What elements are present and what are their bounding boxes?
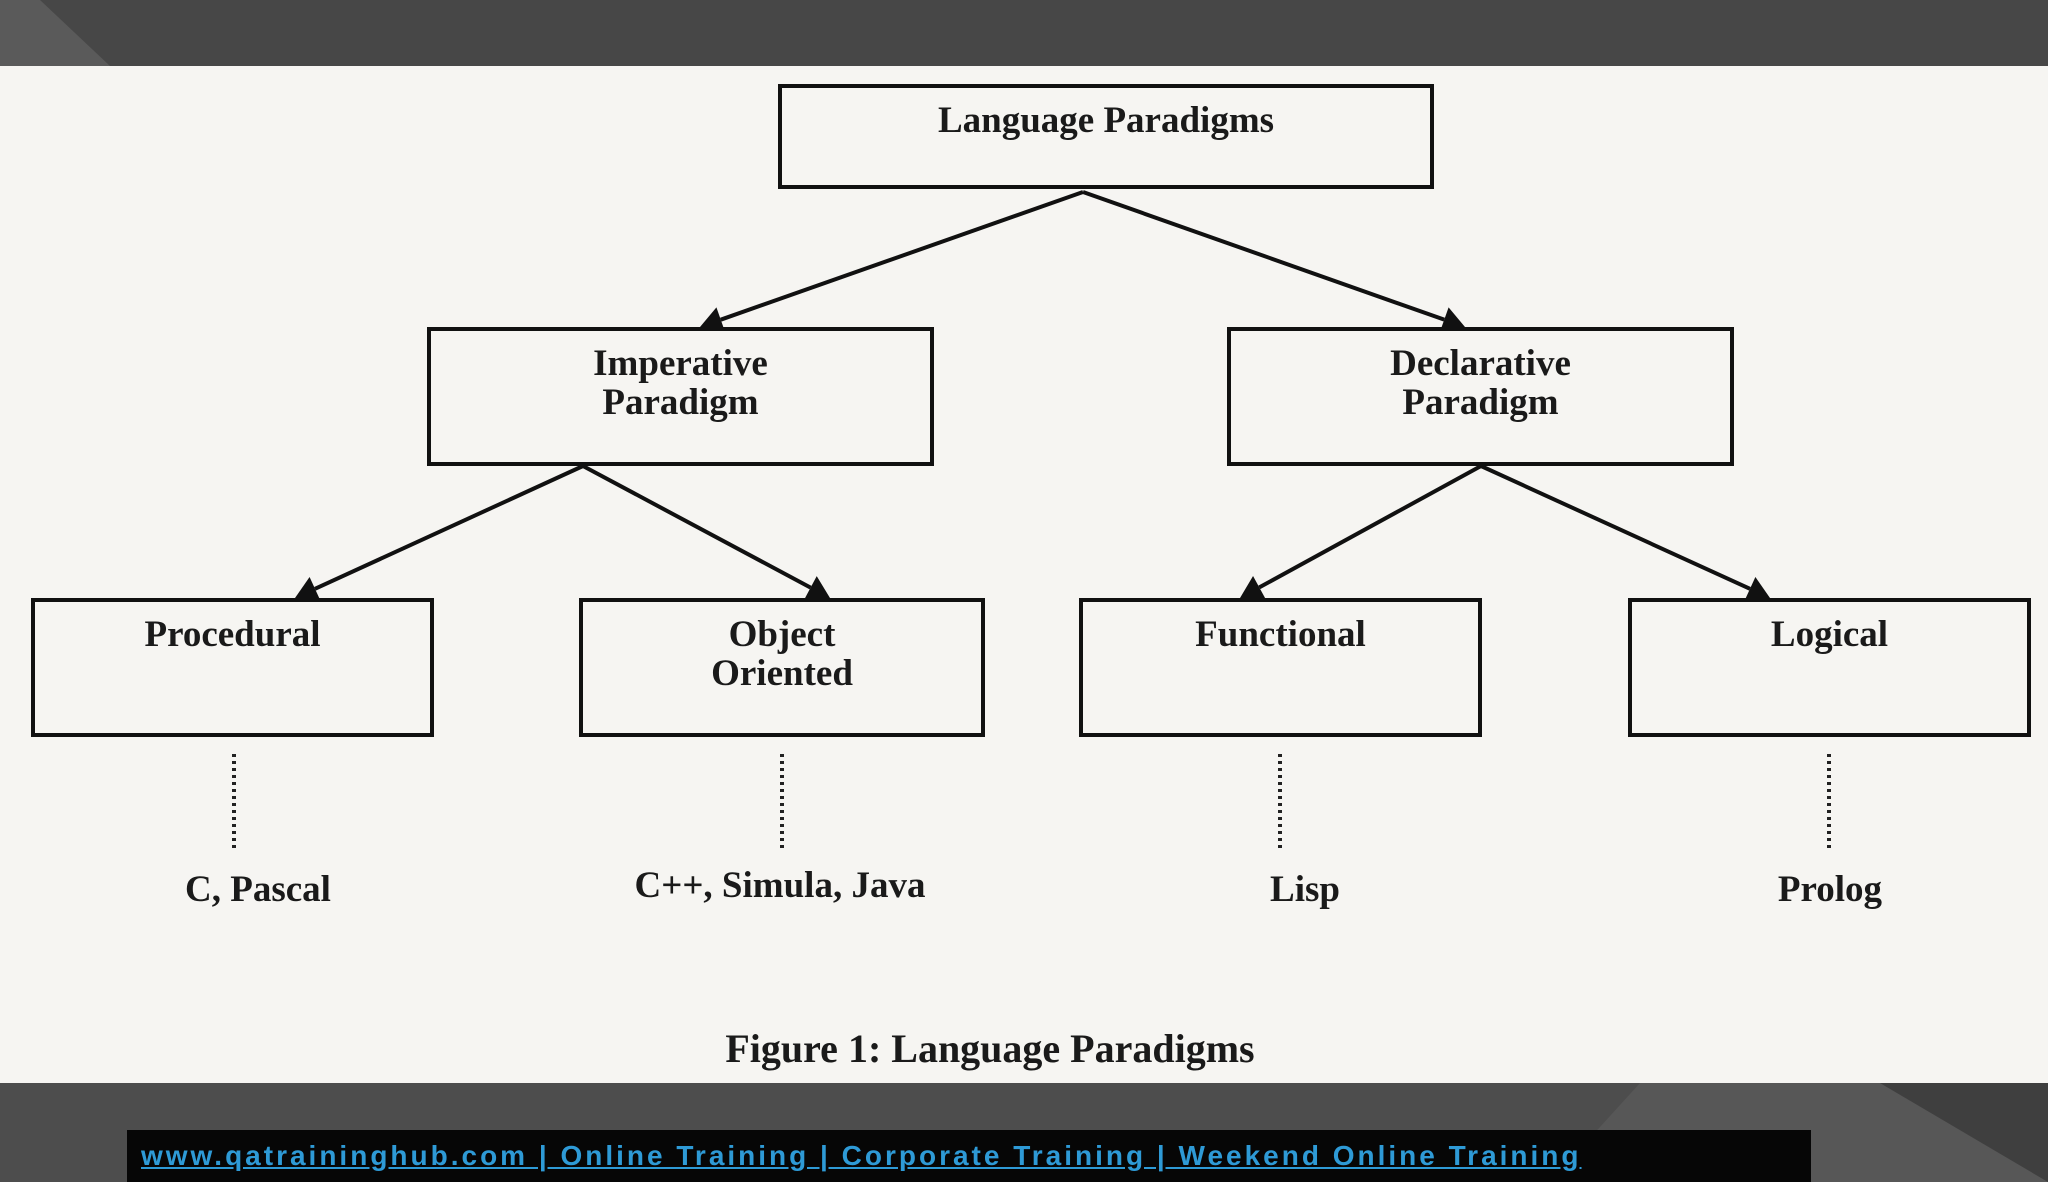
example-languages-object-oriented: C++, Simula, Java xyxy=(635,865,926,906)
arrowhead-icon xyxy=(1240,576,1266,599)
node-label: Logical xyxy=(1771,614,1888,655)
node-box xyxy=(579,598,985,737)
node-label: Paradigm xyxy=(1402,382,1558,423)
arrowhead-icon xyxy=(804,576,830,600)
top-bar xyxy=(0,0,2048,66)
node-box xyxy=(427,327,934,466)
node-label: Object xyxy=(729,614,837,655)
example-languages-functional: Lisp xyxy=(1270,869,1340,910)
edge-declarative-to-functional xyxy=(1240,464,1482,599)
node-procedural: Procedural xyxy=(31,598,434,737)
edge-imperative-to-object-oriented xyxy=(582,464,830,600)
node-label: Imperative xyxy=(593,343,768,384)
edge-imperative-to-procedural xyxy=(295,464,584,601)
node-box xyxy=(1227,327,1734,466)
node-label: Language Paradigms xyxy=(938,100,1274,141)
edge-root-to-imperative xyxy=(700,190,1084,332)
example-languages-logical: Prolog xyxy=(1778,869,1883,910)
node-box xyxy=(1079,598,1482,737)
edge-root-to-declarative xyxy=(1082,190,1465,332)
top-bar-decoration xyxy=(0,0,110,66)
paradigm-tree-diagram: Language ParadigmsImperativeParadigmDecl… xyxy=(31,84,2031,1071)
node-root: Language Paradigms xyxy=(778,84,1434,189)
arrowhead-icon xyxy=(1744,577,1770,601)
edge-declarative-to-logical xyxy=(1480,464,1770,601)
arrowhead-icon xyxy=(295,577,321,601)
node-functional: Functional xyxy=(1079,598,1482,737)
arrowhead-icon xyxy=(700,307,726,332)
node-label: Paradigm xyxy=(602,382,758,423)
node-box xyxy=(778,84,1434,189)
node-label: Oriented xyxy=(711,653,853,694)
node-label: Functional xyxy=(1195,614,1366,655)
figure-caption: Figure 1: Language Paradigms xyxy=(725,1026,1254,1071)
node-box xyxy=(1628,598,2031,737)
node-logical: Logical xyxy=(1628,598,2031,737)
node-box xyxy=(31,598,434,737)
footer-link[interactable]: www.qatraininghub.com | Online Training … xyxy=(141,1140,1582,1171)
node-label: Procedural xyxy=(144,614,320,655)
arrowhead-icon xyxy=(1439,307,1465,332)
example-languages-procedural: C, Pascal xyxy=(185,869,331,910)
footer-banner: www.qatraininghub.com | Online Training … xyxy=(127,1130,1811,1182)
node-label: Declarative xyxy=(1390,343,1571,384)
